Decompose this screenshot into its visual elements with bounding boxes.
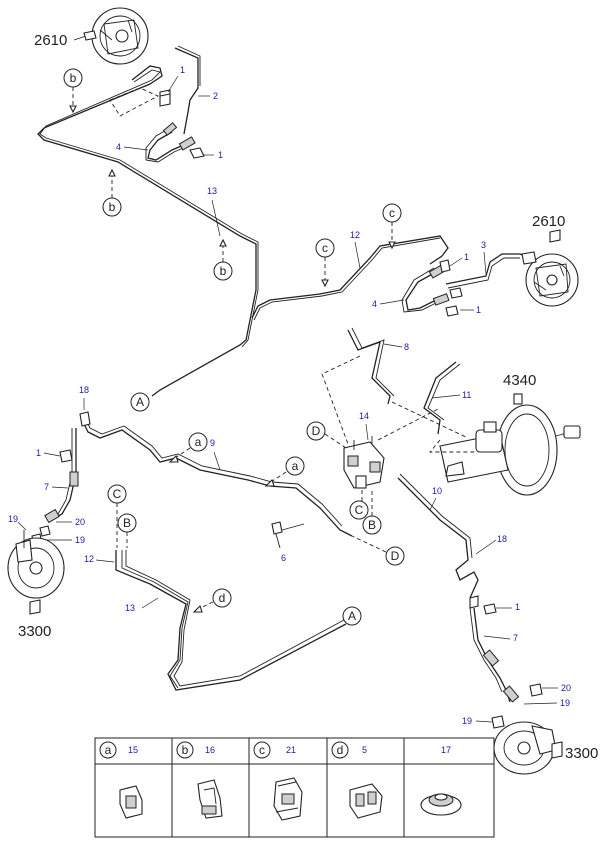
legend-letter-a: a (105, 743, 112, 757)
callout-20b: 20 (561, 683, 571, 693)
callout-18a: 18 (79, 385, 89, 395)
callout-1e: 1 (36, 448, 41, 458)
front-right-disc-brake (493, 721, 557, 775)
callout-4a: 4 (116, 142, 121, 152)
ref-d-1: d (219, 591, 226, 605)
grommet-icon (420, 793, 462, 816)
rear-left-backing-plate (91, 7, 149, 65)
legend-part-16: 16 (205, 745, 215, 755)
clip-a-icon (119, 785, 143, 819)
group-label-2610-right: 2610 (532, 213, 565, 230)
clip-d-icon (349, 783, 383, 819)
rear-right-backing-plate (521, 251, 579, 307)
ref-a-1: a (195, 435, 202, 449)
callout-19c: 19 (560, 698, 570, 708)
ref-C-1: C (355, 503, 364, 517)
callout-4b: 4 (372, 299, 377, 309)
callout-13a: 13 (207, 186, 217, 196)
legend-part-15: 15 (128, 745, 138, 755)
proportioning-valve (343, 436, 385, 489)
callout-10: 10 (432, 486, 442, 496)
callout-1c: 1 (464, 252, 469, 262)
ref-D-2: D (391, 549, 400, 563)
ref-b-1: b (70, 71, 77, 85)
callout-2: 2 (213, 91, 218, 101)
callout-20a: 20 (75, 517, 85, 527)
rear-left-fitting-icon (83, 30, 97, 41)
callout-12a: 12 (350, 230, 360, 240)
ref-B-2: B (123, 516, 131, 530)
clip-b-icon (197, 779, 223, 819)
callout-6: 6 (281, 553, 286, 563)
ref-A-2: A (348, 609, 356, 623)
legend-letter-c: c (259, 743, 265, 757)
legend-letter-d: d (337, 743, 344, 757)
callout-19d: 19 (462, 716, 472, 726)
ref-c-1: c (322, 241, 328, 255)
legend-part-17: 17 (441, 745, 451, 755)
clip-c-icon (273, 777, 303, 821)
front-left-disc-brake (7, 530, 65, 599)
callout-12b: 12 (84, 554, 94, 564)
callout-3: 3 (481, 240, 486, 250)
callout-13b: 13 (125, 603, 135, 613)
group-label-3300-right: 3300 (565, 745, 598, 762)
callout-1b: 1 (218, 150, 223, 160)
callout-14: 14 (359, 411, 369, 421)
callout-1f: 1 (515, 602, 520, 612)
callout-19a: 19 (8, 514, 18, 524)
ref-a-2: a (292, 459, 299, 473)
callout-1d: 1 (476, 305, 481, 315)
callout-11: 11 (462, 390, 471, 400)
callout-7a: 7 (44, 482, 49, 492)
callout-18b: 18 (497, 534, 507, 544)
group-label-4340: 4340 (503, 372, 536, 389)
group-label-2610-left: 2610 (34, 32, 67, 49)
clip-legend-table: a 15 b 16 c 21 d 5 17 (94, 737, 495, 838)
callout-8: 8 (404, 342, 409, 352)
ref-b-2: b (109, 200, 116, 214)
ref-b-3: b (220, 264, 227, 278)
brake-booster (439, 393, 581, 496)
ref-B-1: B (368, 518, 376, 532)
callout-9: 9 (210, 438, 215, 448)
legend-letter-b: b (182, 743, 189, 757)
ref-A-1: A (136, 395, 144, 409)
legend-part-5: 5 (362, 745, 367, 755)
callout-19b: 19 (75, 535, 85, 545)
legend-part-21: 21 (286, 745, 296, 755)
callout-1a: 1 (180, 65, 185, 75)
ref-D-1: D (312, 424, 321, 438)
group-label-3300-left: 3300 (18, 623, 51, 640)
ref-C-2: C (113, 487, 122, 501)
callout-7b: 7 (513, 633, 518, 643)
ref-c-2: c (389, 206, 395, 220)
